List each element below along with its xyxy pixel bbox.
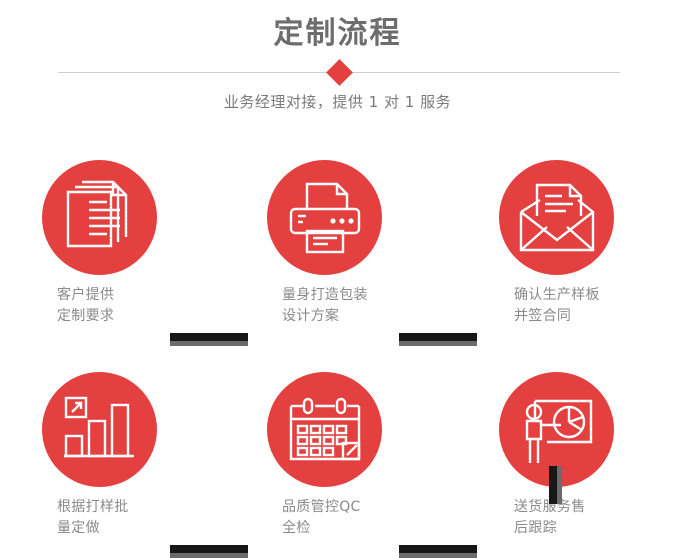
connector-shadow (399, 553, 477, 558)
connector-bar (170, 333, 248, 341)
connector-step4-step5 (170, 545, 248, 558)
connector-shadow (170, 553, 248, 558)
connector-bar (399, 333, 477, 341)
connector-step1-step2 (170, 333, 248, 346)
step-1-circle (42, 160, 157, 275)
diamond-marker-icon (326, 59, 353, 86)
connector-step3-step6 (549, 466, 562, 504)
documents-icon (66, 180, 127, 247)
step-2-label: 量身打造包装 设计方案 (282, 287, 368, 324)
page-title: 定制流程 (273, 16, 402, 51)
envelope-icon (519, 183, 594, 251)
bar-chart-icon (63, 396, 134, 457)
connector-bar (170, 545, 248, 553)
step-6-label: 送货服务售 后跟踪 (514, 499, 586, 536)
step-4-circle (42, 372, 157, 487)
connector-shadow (399, 341, 477, 346)
printer-icon (289, 182, 360, 253)
connector-step5-step6 (399, 545, 477, 558)
connector-bar (399, 545, 477, 553)
step-1-label: 客户提供 定制要求 (57, 287, 115, 324)
title-divider (58, 59, 620, 86)
step-3-circle (499, 160, 614, 275)
connector-shadow (170, 341, 248, 346)
calendar-icon (289, 397, 360, 460)
process-flow: 客户提供 定制要求 量身打造包装 设计方案 (0, 130, 675, 558)
step-5-circle (267, 372, 382, 487)
presenter-icon (525, 399, 592, 463)
connector-shadow (557, 466, 562, 504)
connector-bar (549, 466, 557, 504)
step-4-label: 根据打样批 量定做 (57, 499, 129, 536)
page-subtitle: 业务经理对接，提供 1 对 1 服务 (223, 93, 452, 111)
connector-step2-step3 (399, 333, 477, 346)
step-5-label: 品质管控QC 全检 (282, 499, 361, 536)
step-3-label: 确认生产样板 并签合同 (514, 287, 600, 324)
page-header: 定制流程 业务经理对接，提供 1 对 1 服务 (0, 0, 675, 130)
step-2-circle (267, 160, 382, 275)
